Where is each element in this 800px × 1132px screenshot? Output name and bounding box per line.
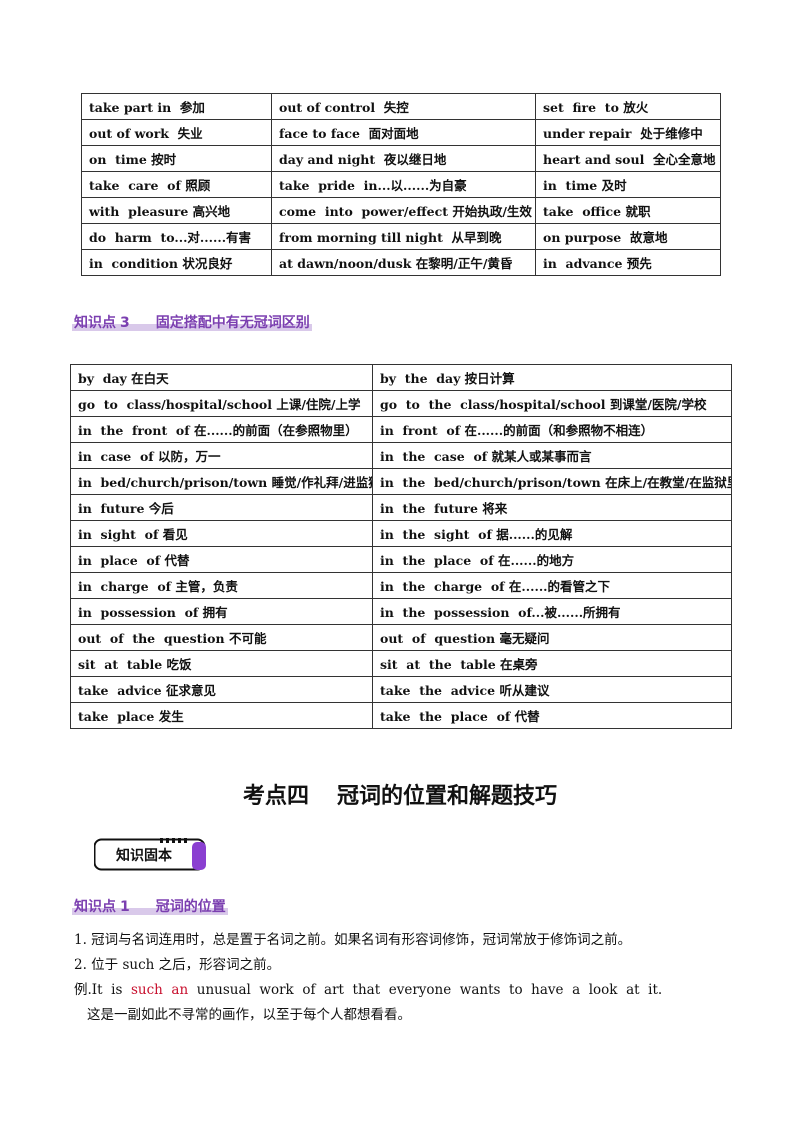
table-cell: in front of 在......的前面（和参照物不相连） [372,416,732,443]
table-cell: sit at the table 在桌旁 [372,650,732,677]
table-cell: take office 就职 [535,197,721,224]
table-cell: take part in 参加 [81,93,272,120]
table-cell: in possession of 拥有 [70,598,373,625]
example-translation: 这是一副如此不寻常的画作，以至于每个人都想看看。 [87,1007,411,1023]
table-cell: in the bed/church/prison/town 在床上/在教堂/在监… [372,468,732,495]
table-cell: in sight of 看见 [70,520,373,547]
table-cell: in time 及时 [535,171,721,198]
table-cell: take the advice 听从建议 [372,676,732,703]
rule-1: 1. 冠词与名词连用时，总是置于名词之前。如果名词有形容词修饰，冠词常放于修饰词… [74,932,632,948]
table-cell: take advice 征求意见 [70,676,373,703]
table-cell: out of work 失业 [81,119,272,146]
table-cell: take the place of 代替 [372,702,732,729]
example-sentence: 例.It is such an unusual work of art that… [74,982,663,998]
table-cell: set fire to 放火 [535,93,721,120]
example-highlight: such an [130,982,189,998]
table-cell: in advance 预先 [535,249,721,276]
table-cell: in bed/church/prison/town 睡觉/作礼拜/进监狱 [70,468,373,495]
table-cell: on purpose 故意地 [535,223,721,250]
table-cell: under repair 处于维修中 [535,119,721,146]
table-cell: take place 发生 [70,702,373,729]
table-cell: do harm to...对......有害 [81,223,272,250]
table-cell: in condition 状况良好 [81,249,272,276]
table-cell: heart and soul 全心全意地 [535,145,721,172]
table-cell: out of the question 不可能 [70,624,373,651]
table-cell: in the front of 在......的前面（在参照物里） [70,416,373,443]
table-cell: in the sight of 据......的见解 [372,520,732,547]
table-cell: sit at table 吃饭 [70,650,373,677]
table-cell: in case of 以防，万一 [70,442,373,469]
table-cell: in charge of 主管，负责 [70,572,373,599]
table-cell: in future 今后 [70,494,373,521]
table-cell: by day 在白天 [70,364,373,391]
table-cell: from morning till night 从早到晚 [271,223,536,250]
table-cell: come into power/effect 开始执政/生效 [271,197,536,224]
table-cell: with pleasure 高兴地 [81,197,272,224]
table-cell: in the future 将来 [372,494,732,521]
table-row: in the front of 在......的前面（在参照物里）in fron… [70,416,732,443]
table-cell: go to the class/hospital/school 到课堂/医院/学… [372,390,732,417]
table-cell: go to class/hospital/school 上课/住院/上学 [70,390,373,417]
table-cell: out of question 毫无疑问 [372,624,732,651]
table-cell: out of control 失控 [271,93,536,120]
table-cell: in the possession of...被......所拥有 [372,598,732,625]
table-cell: on time 按时 [81,145,272,172]
table-cell: day and night 夜以继日地 [271,145,536,172]
knowledge-badge: 知识固本 [94,838,206,871]
table-cell: take care of 照顾 [81,171,272,198]
rule-2: 2. 位于 such 之后，形容词之前。 [74,957,281,973]
table-cell: in place of 代替 [70,546,373,573]
badge-text: 知识固本 [116,847,173,864]
table-cell: by the day 按日计算 [372,364,732,391]
table-cell: take pride in...以......为自豪 [271,171,536,198]
table-cell: face to face 面对面地 [271,119,536,146]
table-cell: in the charge of 在......的看管之下 [372,572,732,599]
table-cell: in the case of 就某人或某事而言 [372,442,732,469]
table-cell: at dawn/noon/dusk 在黎明/正午/黄昏 [271,249,536,276]
kaodian-title: 考点四冠词的位置和解题技巧 [242,784,558,809]
table-cell: in the place of 在......的地方 [372,546,732,573]
